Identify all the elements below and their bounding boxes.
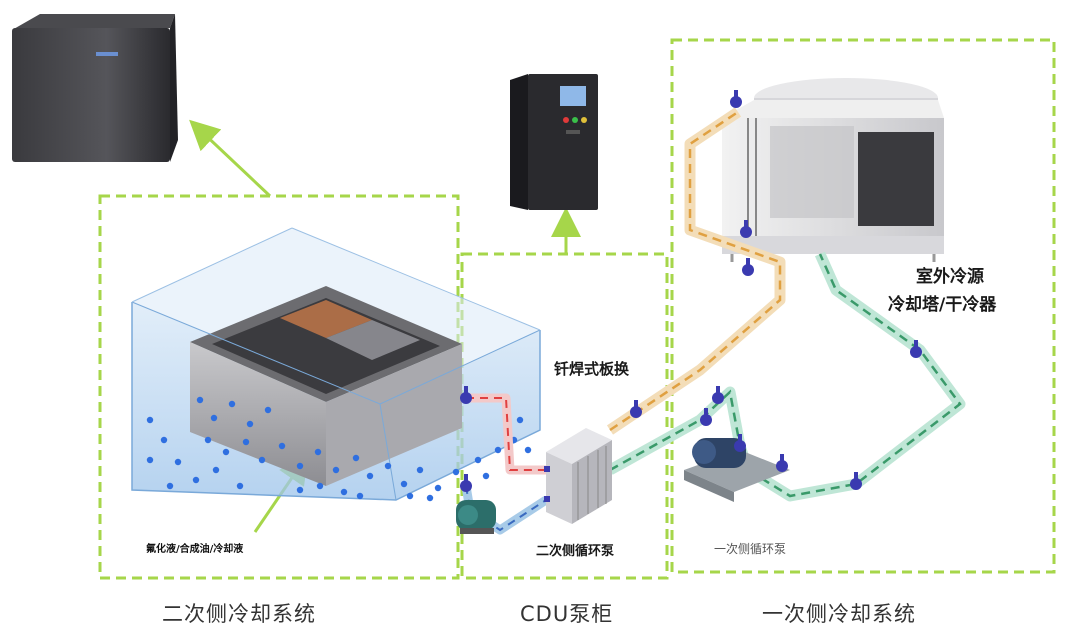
immersion-cabinet-image [12,14,178,162]
coolant-bubble [332,466,340,474]
valve-icon [850,472,862,490]
coolant-bubble [192,476,200,484]
valve-icon [730,90,742,108]
valve-icon [734,434,746,452]
coolant-bubble [296,486,304,494]
coolant-bubble [264,406,272,414]
coolant-bubble [174,458,182,466]
coolant-bubble [242,438,250,446]
plate-heat-exchanger [544,428,612,524]
primary-pump-image [684,438,790,502]
valve-icon [910,340,922,358]
coolant-bubble [474,456,482,464]
outdoor-source-label-line2: 冷却塔/干冷器 [888,295,997,315]
coolant-bubble [204,436,212,444]
coolant-bubble [524,446,532,454]
coolant-bubble [434,484,442,492]
valve-icon [700,408,712,426]
coolant-bubble [366,472,374,480]
secondary-pump-image [456,500,496,534]
coolant-bubble [516,416,524,424]
cdu-cabinet-image [510,74,598,210]
primary-pump-label: 一次侧循环泵 [714,542,787,556]
valve-icon [742,258,754,276]
coolant-bubble [482,472,490,480]
arrow-to-cabinet [189,119,272,198]
coolant-bubble [258,456,266,464]
coolant-bubble [340,488,348,496]
secondary-system-label: 二次侧冷却系统 [162,602,316,626]
coolant-bubble [278,442,286,450]
hot-pipe-primary [606,107,786,435]
coolant-bubble [416,466,424,474]
primary-system-box [670,38,1056,574]
coolant-bubble [246,420,254,428]
coolant-bubble [356,492,364,500]
coolant-bubbles [146,396,532,502]
primary-system-label: 一次侧冷却系统 [762,602,916,626]
cdu-cabinet-label: CDU泵柜 [520,602,614,626]
coolant-bubble [494,446,502,454]
valve-icon [460,386,472,404]
coolant-bubble [314,448,322,456]
pipe-valves [460,90,922,492]
coolant-bubble [452,468,460,476]
valve-icon [740,220,752,238]
outdoor-source-label-line1: 室外冷源 [916,267,984,287]
server-block [190,286,462,486]
coolant-bubble [236,482,244,490]
coolant-bubble [212,466,220,474]
plate-exchanger-label: 钎焊式板换 [554,360,630,378]
coolant-bubble [400,480,408,488]
coolant-bubble [146,416,154,424]
coolant-bubble [406,492,414,500]
coolant-bubble [160,436,168,444]
valve-icon [460,474,472,492]
valve-icon [630,400,642,418]
valve-icon [712,386,724,404]
coolant-bubble [296,462,304,470]
coolant-bubble [196,396,204,404]
coolant-bubble [146,456,154,464]
coolant-bubble [166,482,174,490]
coolant-bubble [210,414,218,422]
coolant-bubble [384,462,392,470]
cooling-tower-image [722,78,944,262]
secondary-pump-label: 二次侧循环泵 [536,544,615,559]
coolant-bubble [426,494,434,502]
hot-pipe-secondary [466,393,546,475]
coolant-bubble [352,454,360,462]
coolant-bubble [222,448,230,456]
immersion-tank [131,227,541,502]
coolant-label: 氟化液/合成油/冷却液 [146,544,244,555]
valve-icon [776,454,788,472]
coolant-bubble [228,400,236,408]
coolant-bubble [316,482,324,490]
